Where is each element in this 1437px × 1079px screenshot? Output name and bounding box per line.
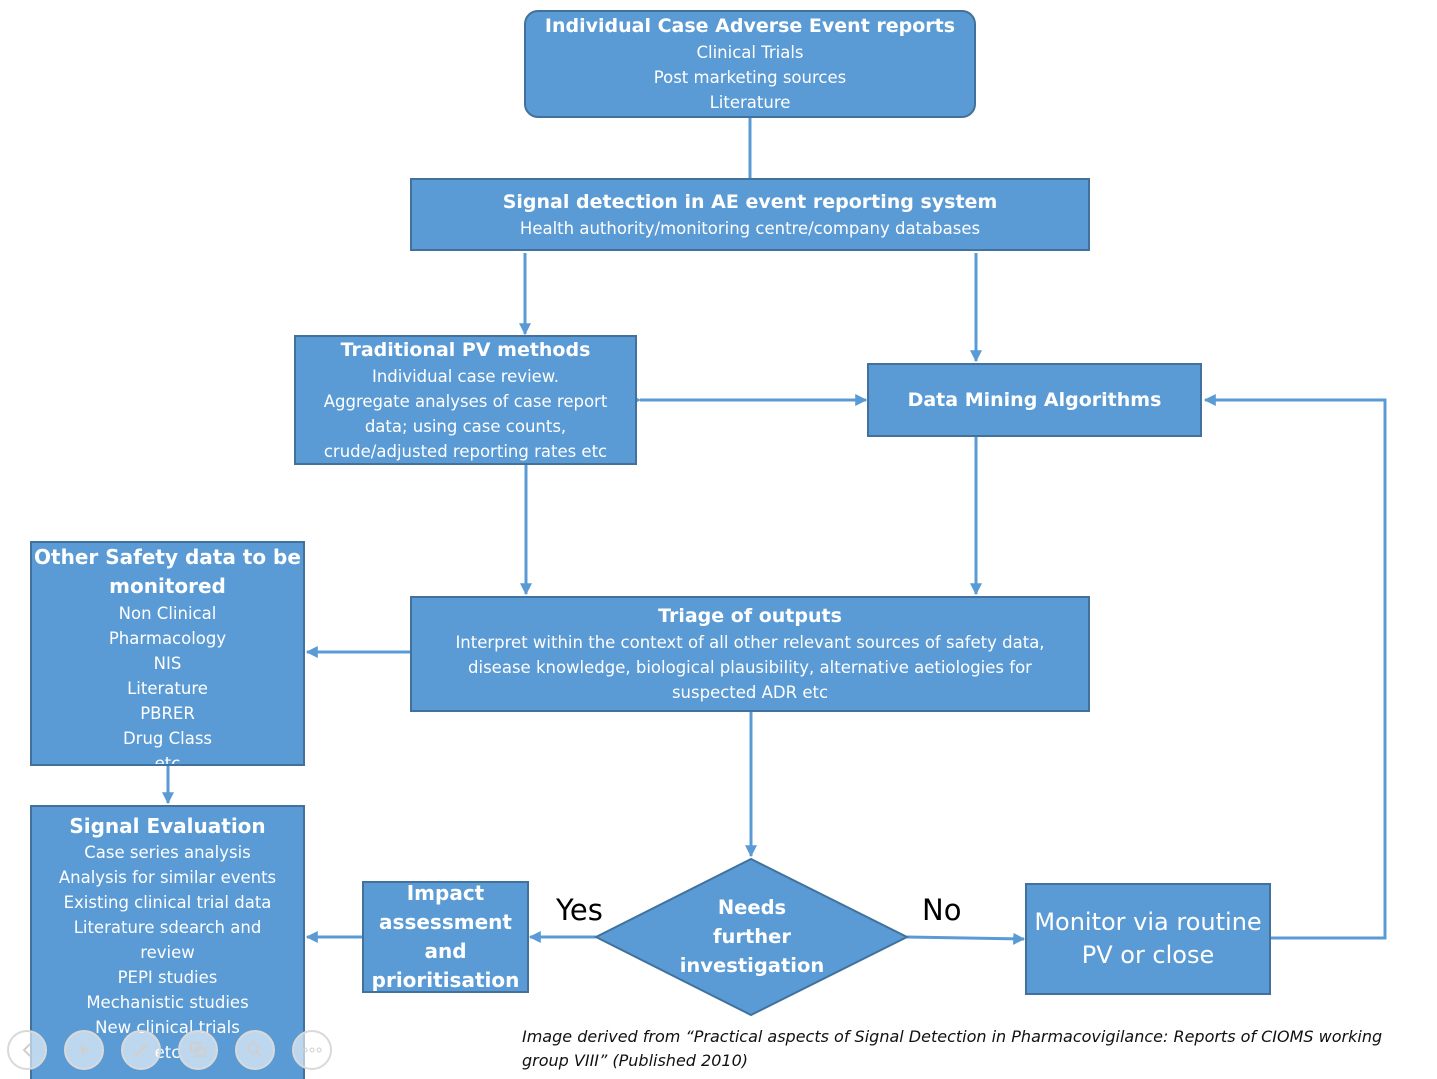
- signal-detection-box: Signal detection in AE event reporting s…: [410, 178, 1090, 251]
- arrow-decision-to-monitor: [906, 932, 1026, 945]
- impact-line: and: [424, 939, 467, 963]
- caption-line: group VIII” (Published 2010): [522, 1051, 748, 1070]
- decision-text: Needs further investigation: [650, 893, 854, 980]
- signal-detection-title: Signal detection in AE event reporting s…: [502, 190, 998, 213]
- more-icon[interactable]: [292, 1030, 332, 1070]
- signal-evaluation-line: Case series analysis: [84, 843, 251, 862]
- source-caption: Image derived from “Practical aspects of…: [522, 1025, 1402, 1073]
- traditional-pv-line: Individual case review.: [371, 366, 560, 386]
- zoom-icon[interactable]: [235, 1030, 275, 1070]
- signal-evaluation-line: PEPI studies: [117, 968, 218, 987]
- monitor-line: Monitor via routine: [1034, 908, 1262, 936]
- decision-diamond: [593, 857, 910, 1017]
- other-safety-line: Literature: [127, 679, 208, 698]
- other-safety-title: Other Safety data to be: [34, 545, 301, 569]
- signal-evaluation-line: New clinical trials: [95, 1018, 240, 1037]
- traditional-pv-line: data; using case counts,: [364, 416, 567, 436]
- pen-icon[interactable]: [121, 1030, 161, 1070]
- traditional-pv-title: Traditional PV methods: [340, 338, 591, 361]
- slides-icon[interactable]: [178, 1030, 218, 1070]
- signal-evaluation-line: Existing clinical trial data: [63, 893, 272, 912]
- triage-line: disease knowledge, biological plausibili…: [468, 658, 1032, 677]
- next-icon[interactable]: [64, 1030, 104, 1070]
- previous-icon[interactable]: [7, 1030, 47, 1070]
- other-safety-line: Non Clinical: [118, 604, 217, 623]
- ae-reports-line: Post marketing sources: [653, 68, 847, 87]
- triage-line: suspected ADR etc: [671, 683, 829, 702]
- impact-assessment-box: Impact assessment and prioritisation: [362, 881, 529, 993]
- ae-reports-line: Clinical Trials: [696, 43, 804, 62]
- triage-line: Interpret within the context of all othe…: [455, 633, 1045, 652]
- monitor-line: PV or close: [1081, 941, 1215, 969]
- signal-evaluation-line: review: [140, 943, 195, 962]
- signal-evaluation-box: Signal Evaluation Case series analysis A…: [30, 805, 305, 1079]
- other-safety-line: PBRER: [140, 704, 195, 723]
- other-safety-line: etc: [154, 754, 181, 766]
- signal-evaluation-line: Literature sdearch and: [73, 918, 262, 937]
- signal-evaluation-line: Mechanistic studies: [86, 993, 249, 1012]
- decision-line: further: [712, 925, 792, 948]
- other-safety-line: Drug Class: [122, 729, 213, 748]
- traditional-pv-line: Aggregate analyses of case report: [323, 391, 608, 411]
- impact-line: assessment: [379, 910, 512, 934]
- other-safety-box: Other Safety data to be monitored Non Cl…: [30, 541, 305, 766]
- impact-line: prioritisation: [371, 968, 520, 992]
- no-label: No: [922, 893, 962, 927]
- other-safety-line: NIS: [153, 654, 182, 673]
- arrow-monitor-to-datamining: [1203, 394, 1387, 940]
- data-mining-box: Data Mining Algorithms: [867, 363, 1202, 437]
- triage-title: Triage of outputs: [658, 605, 842, 627]
- other-safety-title: monitored: [109, 574, 226, 598]
- decision-line: investigation: [679, 954, 825, 977]
- ae-reports-box: Individual Case Adverse Event reports Cl…: [524, 10, 976, 118]
- signal-evaluation-line: Analysis for similar events: [58, 868, 277, 887]
- traditional-pv-line: crude/adjusted reporting rates etc: [323, 441, 608, 461]
- triage-box: Triage of outputs Interpret within the c…: [410, 596, 1090, 712]
- signal-evaluation-title: Signal Evaluation: [69, 814, 266, 838]
- signal-detection-line: Health authority/monitoring centre/compa…: [519, 218, 981, 238]
- caption-line: Image derived from “Practical aspects of…: [522, 1027, 1383, 1046]
- yes-label: Yes: [556, 893, 603, 927]
- data-mining-title: Data Mining Algorithms: [907, 388, 1162, 411]
- decision-line: Needs: [717, 896, 787, 919]
- impact-line: Impact: [406, 881, 485, 905]
- traditional-pv-box: Traditional PV methods Individual case r…: [294, 335, 637, 465]
- signal-evaluation-line: etc: [154, 1043, 181, 1062]
- ae-reports-title: Individual Case Adverse Event reports: [544, 15, 956, 37]
- ae-reports-line: Literature: [709, 93, 791, 112]
- monitor-box: Monitor via routine PV or close: [1025, 883, 1271, 995]
- other-safety-line: Pharmacology: [108, 629, 227, 648]
